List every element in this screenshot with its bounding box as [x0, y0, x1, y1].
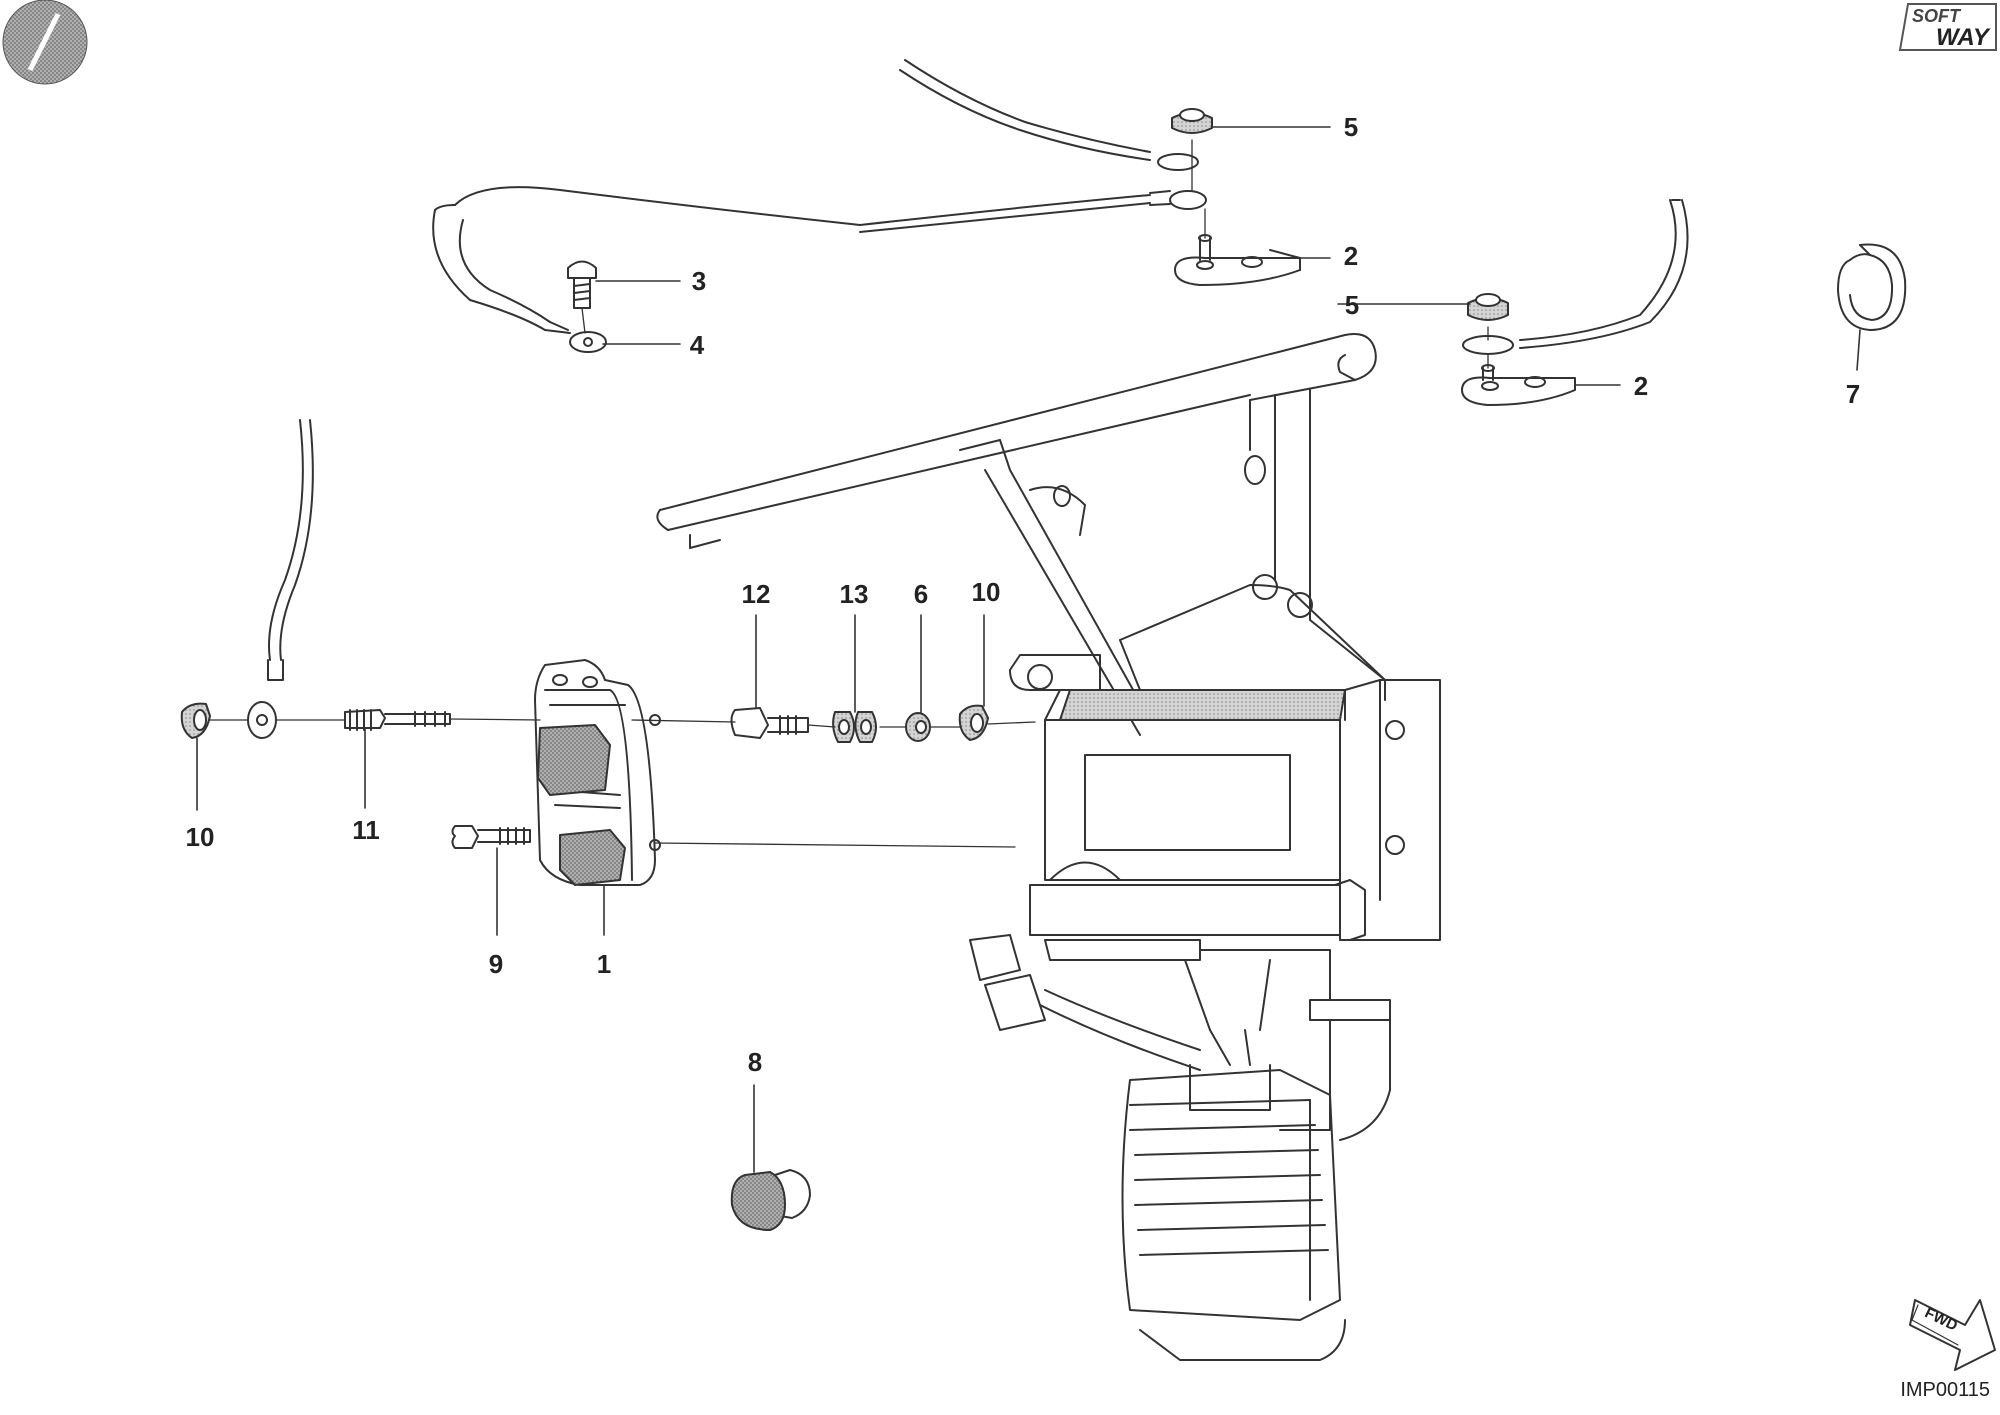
- stud-part-11: [344, 709, 451, 731]
- grommet-part-8: [730, 1169, 811, 1231]
- diagram-code: IMP00115: [1900, 1379, 1990, 1401]
- nut-part-10-right: [958, 704, 989, 741]
- callout-2-upper: 2: [1343, 241, 1359, 271]
- frame-tube: [656, 333, 1377, 549]
- nut-part-5-lower: [1467, 293, 1509, 321]
- washer-part-6: [905, 712, 931, 742]
- ground-cable-upper: [432, 186, 1207, 353]
- bolt-part-12: [730, 707, 809, 739]
- fwd-arrow-icon: [1909, 1299, 1996, 1371]
- support-bracket: [959, 389, 1386, 736]
- callout-5-upper: 5: [1343, 112, 1359, 142]
- callout-9: 9: [488, 949, 504, 979]
- battery-top-shade: [1059, 689, 1346, 721]
- assembly-lines: [209, 139, 1489, 848]
- bolt-part-9: [451, 825, 531, 849]
- ground-cable-right: [1462, 199, 1689, 355]
- callout-7: 7: [1845, 379, 1861, 409]
- ground-cable-top: [899, 59, 1199, 171]
- bracket-part-2-upper: [1174, 234, 1301, 286]
- callout-1: 1: [596, 949, 612, 979]
- softway-logo: [1898, 3, 1997, 51]
- clip-part-7: [1837, 243, 1907, 331]
- logo-top-word: SOFT: [1912, 6, 1960, 26]
- callout-4: 4: [689, 330, 705, 360]
- ground-cable-left: [247, 419, 314, 739]
- screw-part-3: [567, 260, 597, 309]
- bracket-part-2-lower: [1461, 364, 1576, 406]
- callout-11: 11: [352, 815, 380, 845]
- spacer-part-13: [832, 711, 877, 743]
- voltage-regulator: [1121, 1029, 1346, 1361]
- leader-lines: [196, 126, 1861, 1173]
- callout-2-lower: 2: [1633, 371, 1649, 401]
- callout-10-right: 10: [971, 577, 1001, 607]
- brand-circle-logo: [2, 0, 88, 85]
- battery-tray: [1009, 654, 1441, 1141]
- relay-upper-shade: [537, 724, 611, 796]
- relay-lower-shade: [559, 829, 626, 886]
- callout-6: 6: [913, 579, 929, 609]
- nut-part-10-left: [180, 702, 211, 739]
- callout-3: 3: [691, 266, 707, 296]
- logo-bottom-word: WAY: [1936, 24, 1989, 51]
- callout-13: 13: [839, 579, 869, 609]
- nut-part-5-upper: [1171, 108, 1213, 134]
- callout-10-left: 10: [185, 822, 215, 852]
- wiring-connector: [969, 934, 1201, 1071]
- relay-box-part-1: [534, 659, 661, 886]
- callout-8: 8: [747, 1047, 763, 1077]
- callout-5-lower: 5: [1344, 290, 1360, 320]
- callout-12: 12: [741, 579, 771, 609]
